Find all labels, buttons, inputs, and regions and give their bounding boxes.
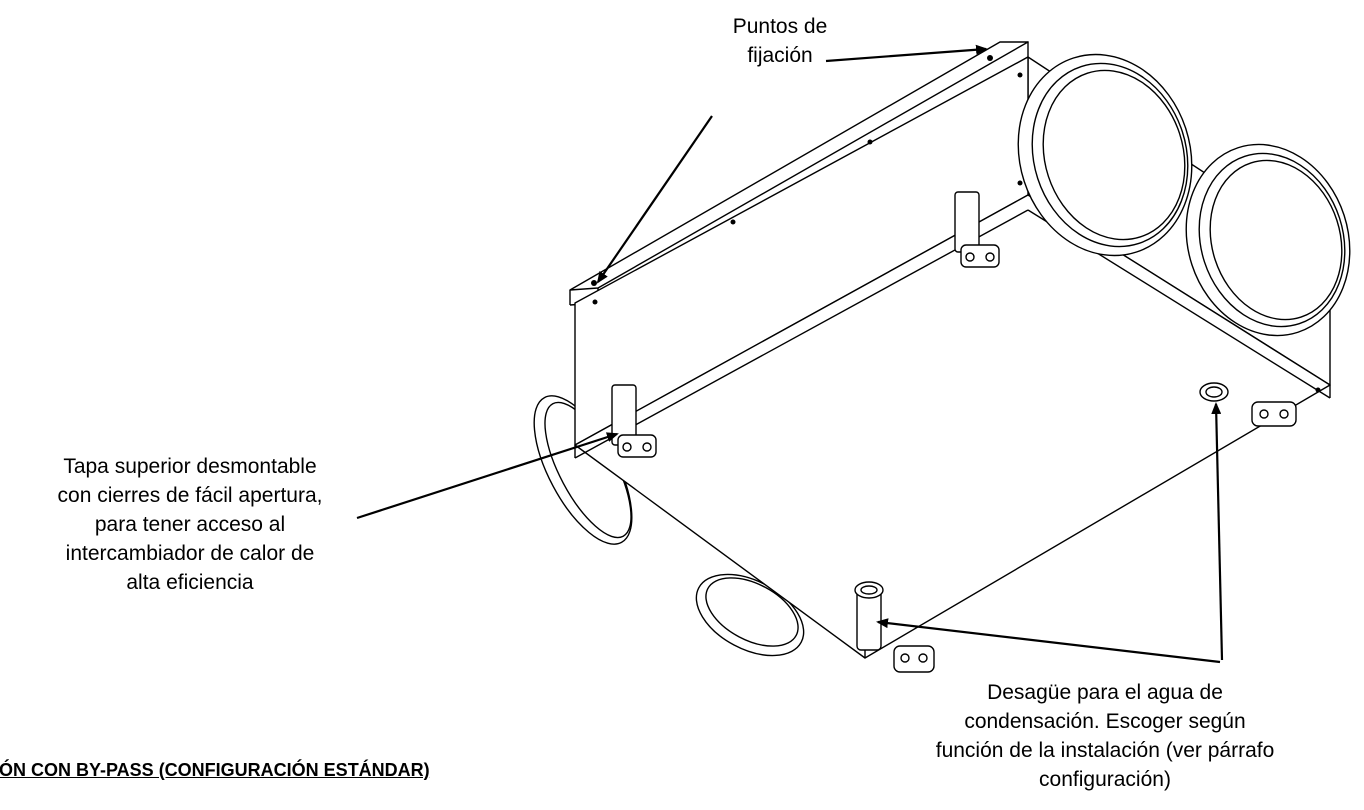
label-drain: Desagüe para el agua de condensación. Es… — [880, 678, 1330, 794]
spigot-right — [1185, 143, 1351, 337]
callout-arrows — [356, 44, 1224, 664]
label-top-cover-line-3: para tener acceso al — [94, 513, 286, 536]
label-drain-line-3: función de la instalación (ver párrafo — [935, 739, 1275, 762]
drain-outlet-right — [1199, 382, 1229, 402]
spigot-bottom-left — [533, 395, 805, 657]
label-top-cover-line-5: alta eficiencia — [126, 571, 254, 594]
arrow-fixing-top — [825, 44, 988, 63]
latch-bottom-front — [893, 645, 935, 673]
unit-housing — [533, 41, 1351, 673]
section-heading: IÓN CON BY-PASS (CONFIGURACIÓN ESTÁNDAR) — [0, 760, 430, 780]
label-fixing-points-line-2: fijación — [747, 44, 813, 67]
latch-front-right — [954, 191, 1000, 268]
arrow-drain-right — [1211, 402, 1224, 661]
arrow-fixing-flange — [596, 115, 713, 284]
label-drain-line-1: Desagüe para el agua de — [987, 681, 1223, 704]
spigot-left — [1017, 53, 1193, 257]
label-drain-line-2: condensación. Escoger según — [964, 710, 1246, 733]
label-drain-line-4: configuración) — [1039, 768, 1171, 791]
label-top-cover-line-1: Tapa superior desmontable — [63, 455, 317, 478]
fixing-holes — [591, 55, 1321, 393]
arrow-drain-left — [876, 618, 1221, 664]
label-top-cover: Tapa superior desmontable con cierres de… — [20, 452, 360, 597]
label-top-cover-line-4: intercambiador de calor de — [65, 542, 315, 565]
latch-bottom-right — [1251, 401, 1297, 427]
latch-front-left — [611, 384, 657, 458]
arrow-top-cover — [356, 432, 619, 520]
label-top-cover-line-2: con cierres de fácil apertura, — [57, 484, 323, 507]
label-fixing-points-line-1: Puntos de — [732, 15, 828, 38]
drain-outlet-left — [854, 581, 884, 651]
label-fixing-points: Puntos de fijación — [680, 12, 880, 70]
